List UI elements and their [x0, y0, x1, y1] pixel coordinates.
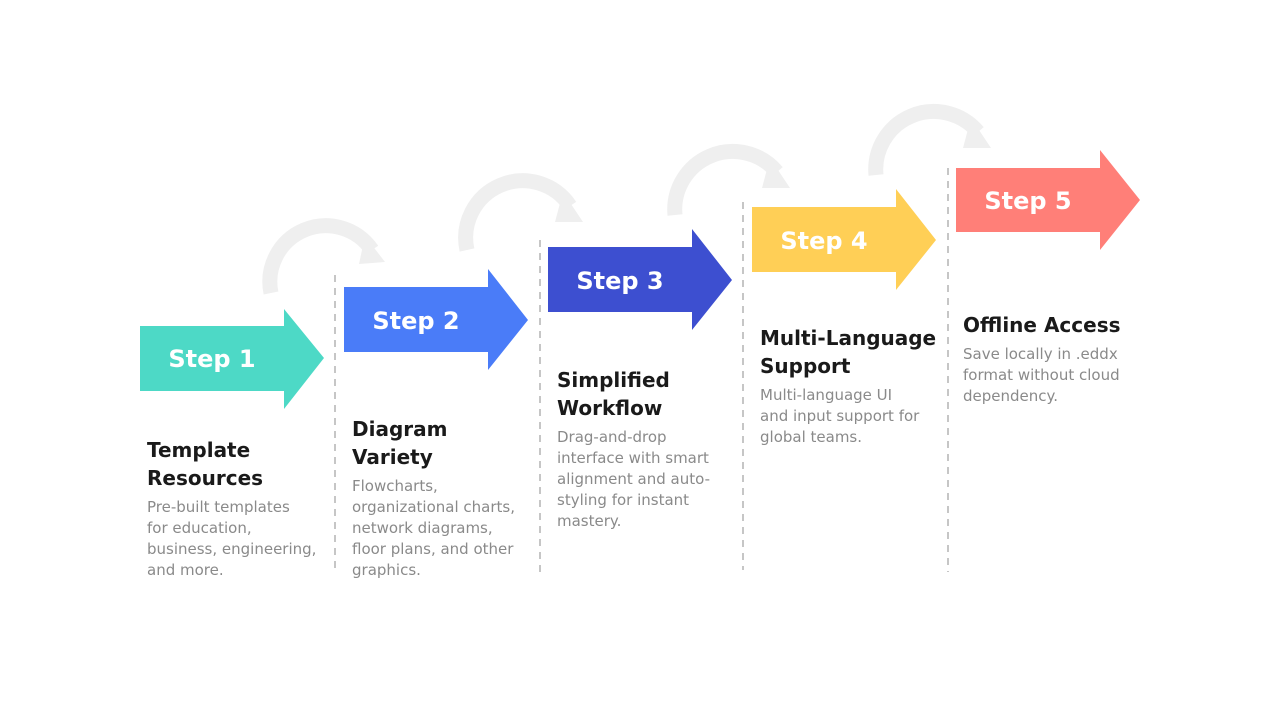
step-4-arrow: Step 4: [752, 189, 936, 290]
step-4-title: Multi-Language Support: [760, 326, 937, 378]
step-1-arrow-shape: [140, 309, 324, 409]
step-5-description: Save locally in .eddx format without clo…: [963, 345, 1120, 405]
connector-4-5: [868, 103, 991, 176]
step-2-label: Step 2: [372, 307, 459, 335]
step-4-text: Multi-Language Support Multi-language UI…: [760, 324, 940, 448]
step-4-description: Multi-language UI and input support for …: [760, 386, 920, 446]
step-5-arrow-shape: [956, 150, 1140, 250]
step-3-arrow: Step 3: [548, 229, 732, 330]
step-5-title: Offline Access: [963, 313, 1121, 337]
step-3-description: Drag-and-drop interface with smart align…: [557, 428, 710, 530]
step-1-title: Template Resources: [147, 438, 264, 490]
step-2-description: Flowcharts, organizational charts, netwo…: [352, 477, 515, 579]
step-5-text: Offline Access Save locally in .eddx for…: [963, 311, 1138, 407]
step-1-text: Template Resources Pre-built templates f…: [147, 436, 322, 581]
step-1-description: Pre-built templates for education, busin…: [147, 498, 317, 579]
step-2-title: Diagram Variety: [352, 417, 448, 469]
step-4-label: Step 4: [780, 227, 867, 255]
step-5-arrow: Step 5: [956, 150, 1140, 250]
step-1-arrow: Step 1: [140, 309, 324, 409]
step-2-arrow-shape: [344, 269, 528, 370]
step-5-label: Step 5: [984, 187, 1071, 215]
step-1-label: Step 1: [168, 345, 255, 373]
step-3-title: Simplified Workflow: [557, 368, 670, 420]
step-3-label: Step 3: [576, 267, 663, 295]
step-3-text: Simplified Workflow Drag-and-drop interf…: [557, 366, 732, 532]
step-2-arrow: Step 2: [344, 269, 528, 370]
step-4-arrow-shape: [752, 189, 936, 290]
connector-3-4: [667, 143, 790, 216]
step-2-text: Diagram Variety Flowcharts, organization…: [352, 415, 527, 581]
connector-2-3: [458, 173, 583, 252]
connector-1-2: [262, 218, 385, 295]
step-3-arrow-shape: [548, 229, 732, 330]
